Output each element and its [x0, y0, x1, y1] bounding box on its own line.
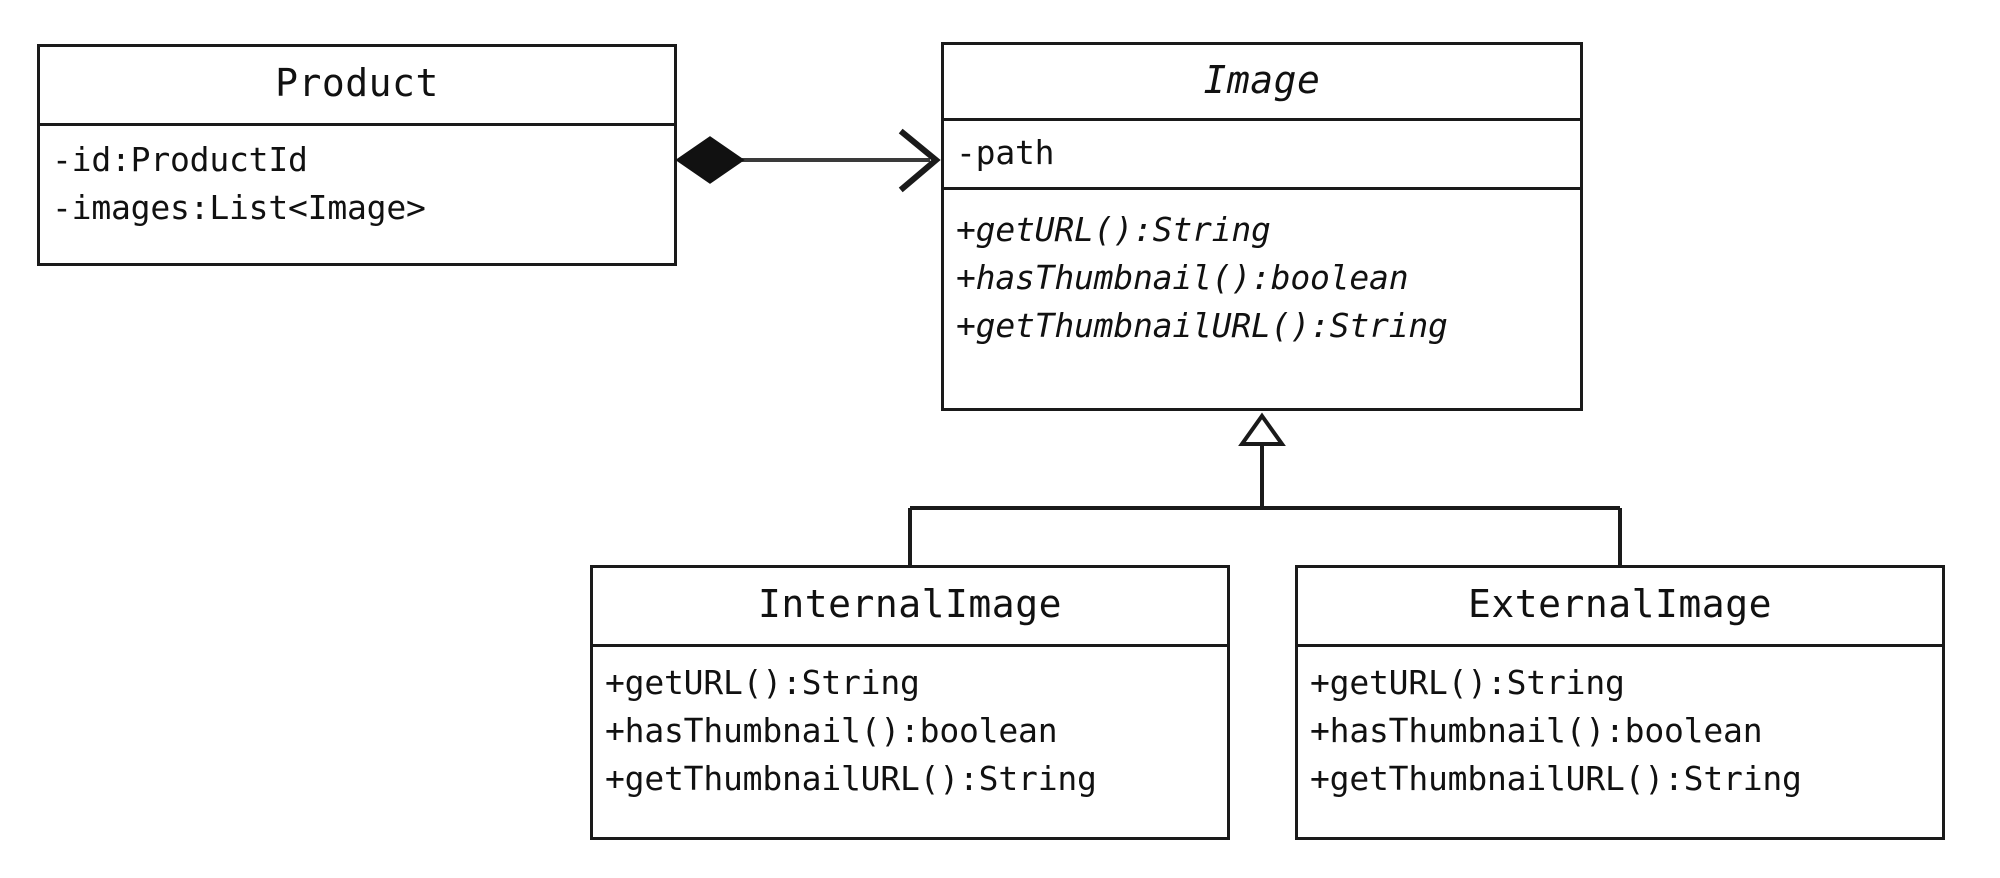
class-attributes-compartment-product: -id:ProductId -images:List<Image>: [40, 123, 674, 263]
class-box-external-image[interactable]: ExternalImage +getURL():String +hasThumb…: [1295, 565, 1945, 840]
method-row: +getThumbnailURL():String: [956, 305, 1448, 345]
class-box-product[interactable]: Product -id:ProductId -images:List<Image…: [37, 44, 677, 266]
hollow-triangle-icon: [1238, 412, 1286, 446]
method-row: +getURL():String: [956, 209, 1271, 249]
class-title-external-image: ExternalImage: [1468, 582, 1772, 627]
attribute-row: -path: [956, 133, 1055, 172]
method-row: +getURL():String: [1310, 663, 1625, 702]
class-name-compartment-image: Image: [944, 45, 1580, 118]
class-title-image: Image: [1203, 57, 1321, 102]
attribute-row: -id:ProductId: [52, 140, 308, 179]
class-title-internal-image: InternalImage: [758, 582, 1062, 627]
class-box-internal-image[interactable]: InternalImage +getURL():String +hasThumb…: [590, 565, 1230, 840]
method-row: +hasThumbnail():boolean: [956, 257, 1409, 297]
class-methods-compartment-internal-image: +getURL():String +hasThumbnail():boolean…: [593, 644, 1227, 837]
filled-diamond-icon: [675, 136, 745, 184]
class-methods-compartment-external-image: +getURL():String +hasThumbnail():boolean…: [1298, 644, 1942, 837]
open-arrowhead-icon: [898, 128, 941, 193]
method-row: +getThumbnailURL():String: [605, 758, 1097, 798]
class-title-product: Product: [275, 61, 439, 106]
composition-edge-product-image: [675, 128, 941, 193]
class-methods-compartment-image: +getURL():String +hasThumbnail():boolean…: [944, 186, 1580, 408]
method-row: +getURL():String: [605, 663, 920, 702]
method-row: +hasThumbnail():boolean: [605, 710, 1058, 750]
class-name-compartment-internal-image: InternalImage: [593, 568, 1227, 644]
method-row: +getThumbnailURL():String: [1310, 758, 1802, 798]
class-name-compartment-external-image: ExternalImage: [1298, 568, 1942, 644]
generalization-edge-image-subclasses: [908, 412, 1622, 566]
attribute-row: -images:List<Image>: [52, 187, 426, 227]
class-name-compartment-product: Product: [40, 47, 674, 123]
class-box-image[interactable]: Image -path +getURL():String +hasThumbna…: [941, 42, 1583, 411]
method-row: +hasThumbnail():boolean: [1310, 710, 1763, 750]
class-attributes-compartment-image: -path: [944, 118, 1580, 187]
